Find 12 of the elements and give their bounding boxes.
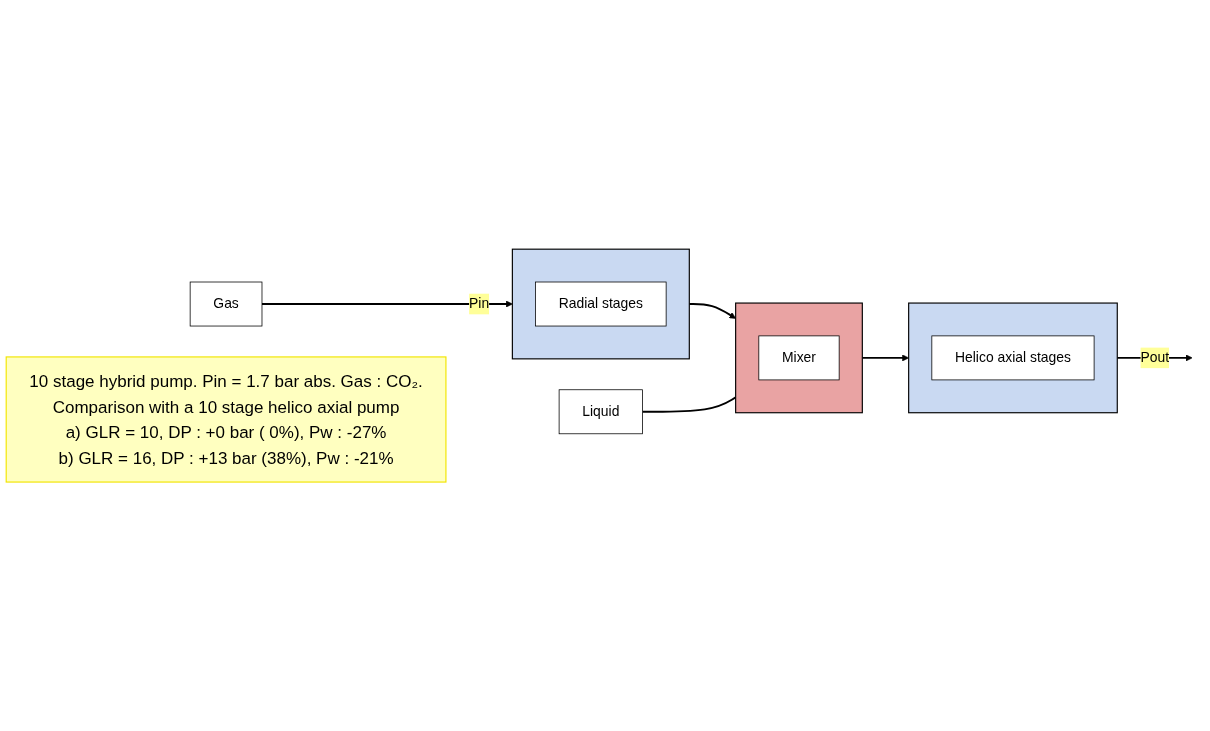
cluster [511,248,690,360]
cluster [908,302,1118,414]
node-box: Mixer [758,335,840,381]
node-box: 10 stage hybrid pump. Pin = 1.7 bar abs. Gas : CO₂. Comparison with a 10 stage helico axial pump a) GLR = 10, DP : +0 bar ( 0%), Pw : -27% b) GLR = 16, DP : +13 bar (38%), Pw : -21% [5,356,447,483]
node-box: Helico axial stages [931,335,1095,381]
edge-label: Pout [1140,349,1170,366]
node-box: Gas [189,281,263,327]
cluster [735,302,863,414]
node-box: Liquid [558,389,643,435]
arrow [261,300,513,308]
edge-label: Pin [469,295,490,312]
node-box: Radial stages [535,281,667,327]
